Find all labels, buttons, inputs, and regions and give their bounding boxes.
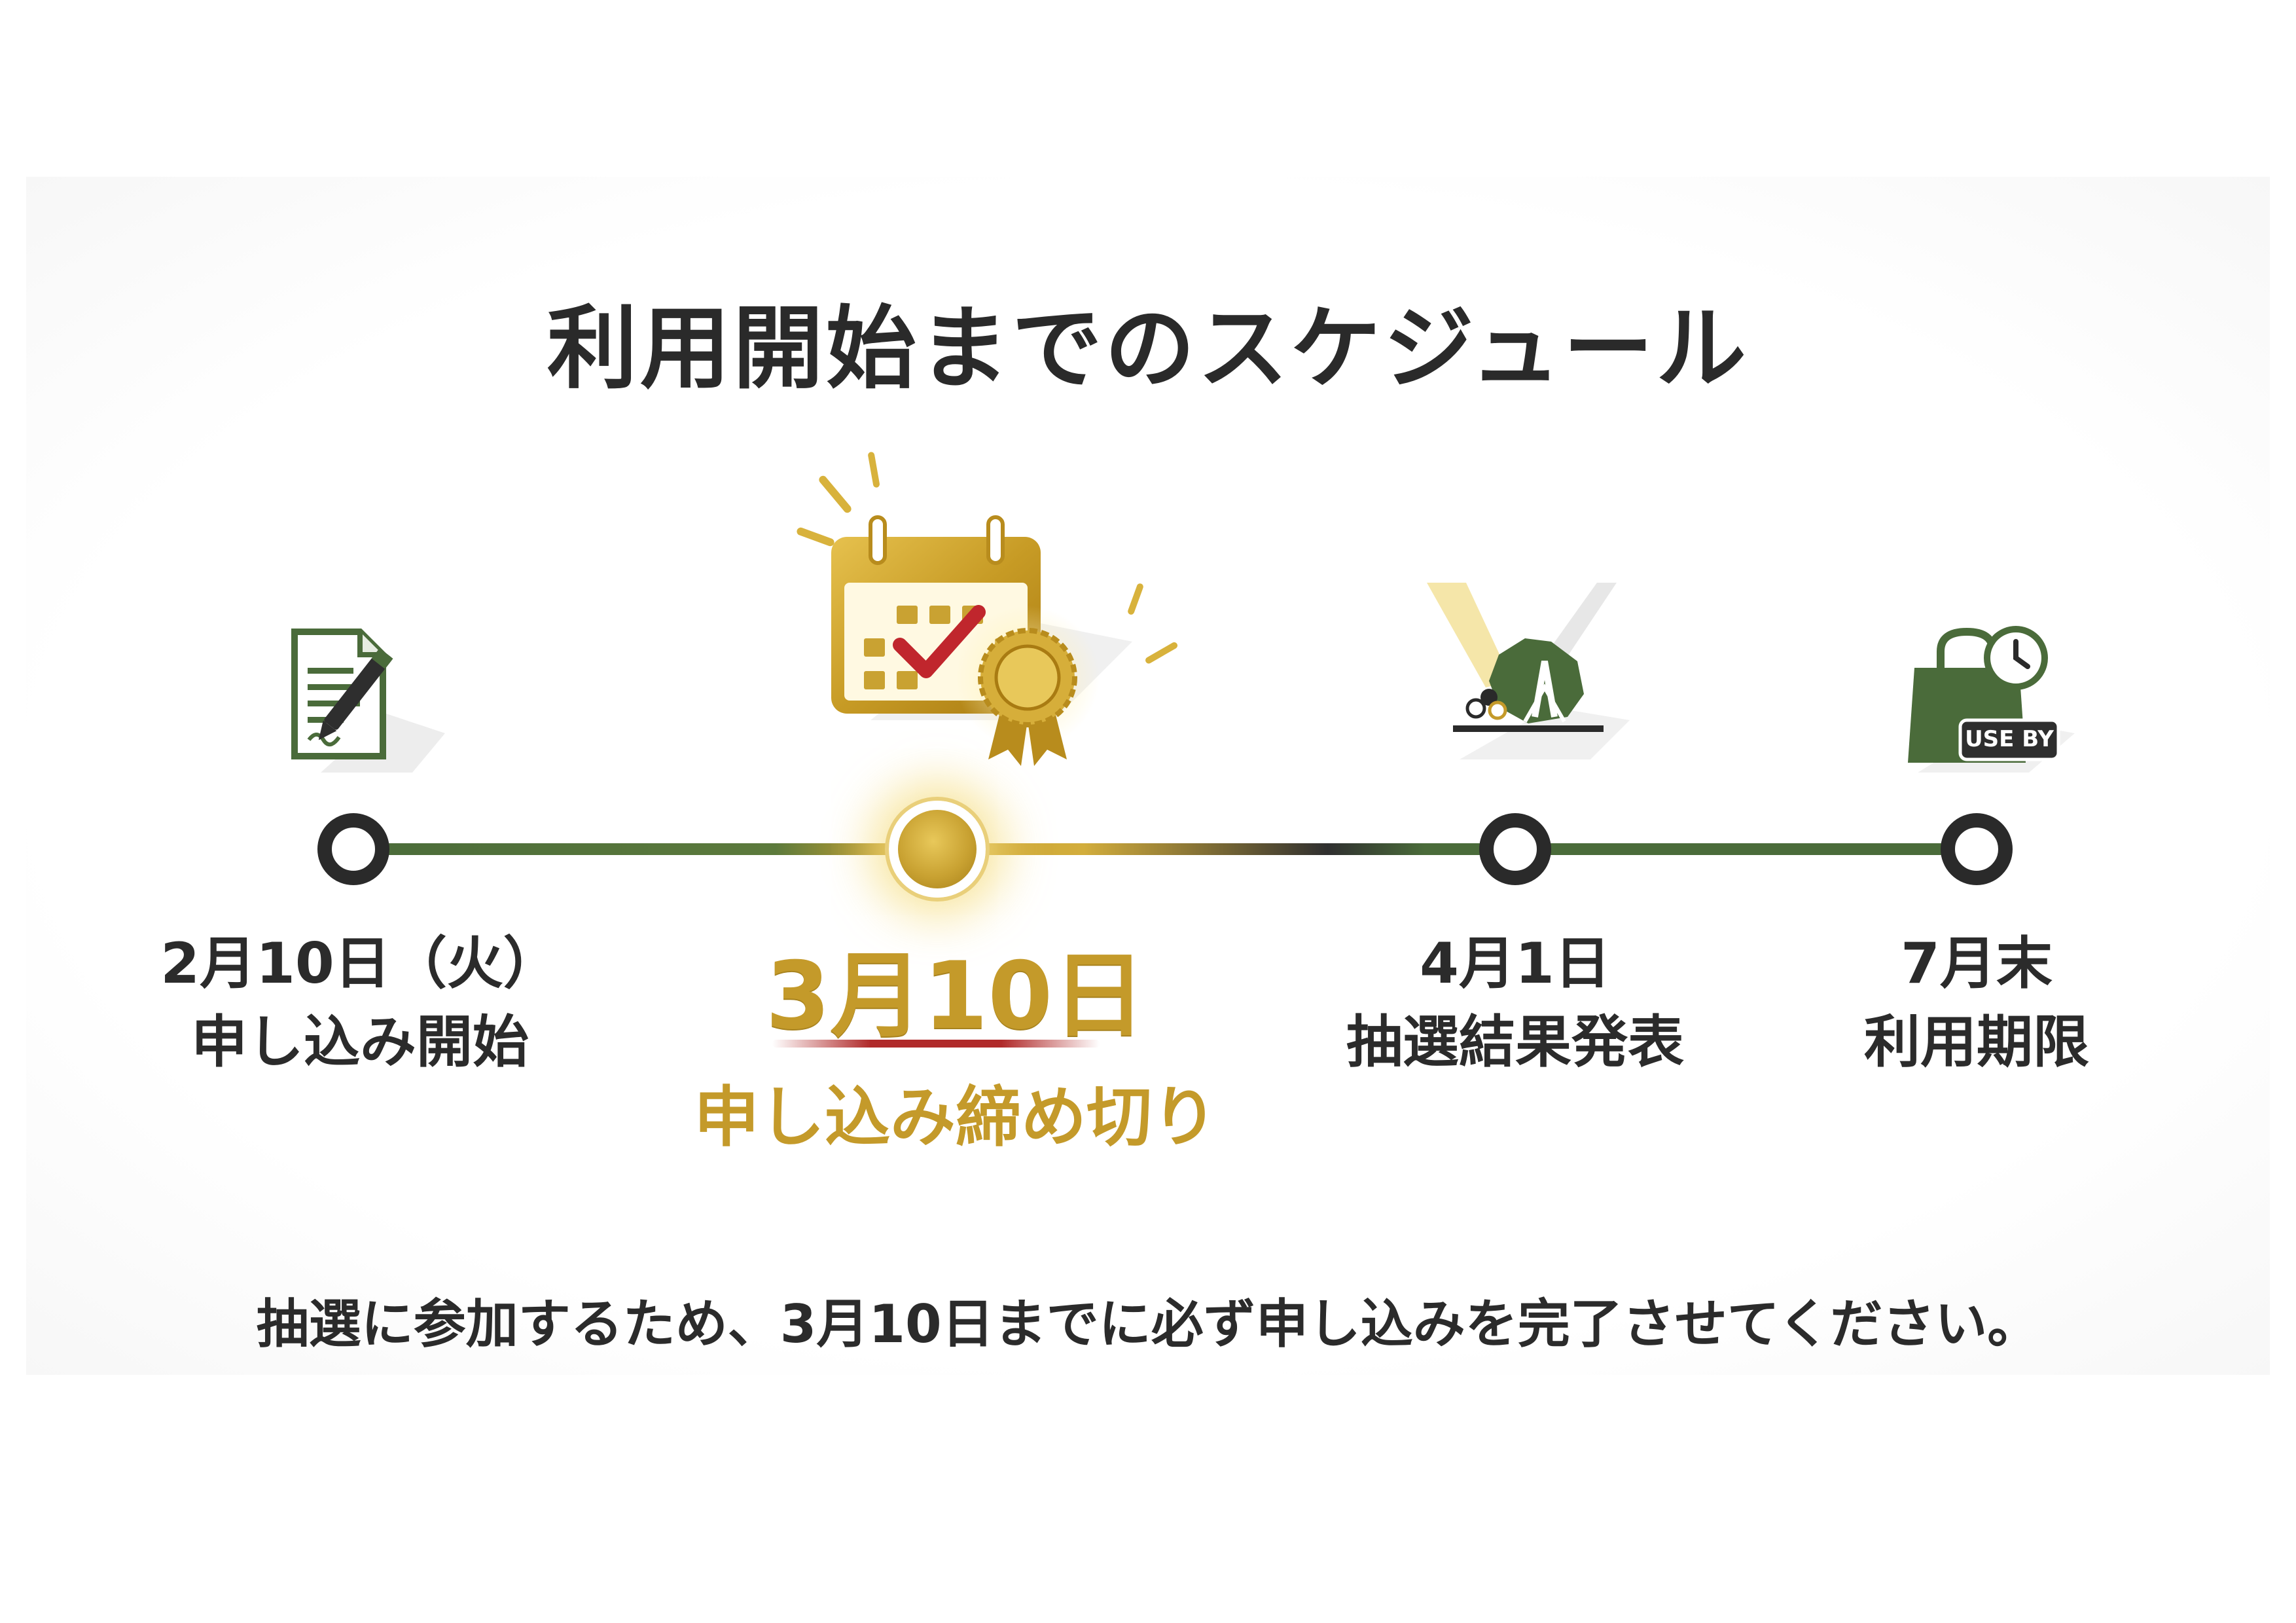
deadline-underline bbox=[772, 1040, 1100, 1048]
timeline-node-results bbox=[1479, 813, 1551, 885]
document-sign-icon bbox=[281, 622, 452, 779]
step-1-date: 2月10日（火） bbox=[160, 931, 560, 996]
timeline-node-deadline bbox=[889, 801, 986, 898]
step-3-label: 抽選結果発表 bbox=[1346, 1010, 1684, 1075]
step-3-date: 4月1日 bbox=[1420, 931, 1611, 996]
step-2-date: 3月10日 bbox=[765, 942, 1146, 1050]
step-2-label: 申し込み締め切り bbox=[694, 1078, 1217, 1156]
shopping-bag-clock-icon: USE BY bbox=[1898, 622, 2094, 786]
footer-note: 抽選に参加するため、3月10日までに必ず申し込みを完了させてください。 bbox=[256, 1294, 2040, 1355]
timeline-node-start bbox=[317, 813, 389, 885]
page-title: 利用開始までのスケジュール bbox=[547, 296, 1749, 401]
lottery-machine-icon bbox=[1420, 576, 1630, 773]
step-4-date: 7月末 bbox=[1901, 931, 2053, 996]
schedule-panel bbox=[26, 177, 2270, 1375]
timeline-node-expiry bbox=[1941, 813, 2013, 885]
step-4-label: 利用期限 bbox=[1864, 1010, 2089, 1075]
calendar-check-badge-icon bbox=[740, 445, 1198, 786]
use-by-badge: USE BY bbox=[1965, 726, 2054, 752]
step-1-label: 申し込み開始 bbox=[191, 1010, 529, 1075]
